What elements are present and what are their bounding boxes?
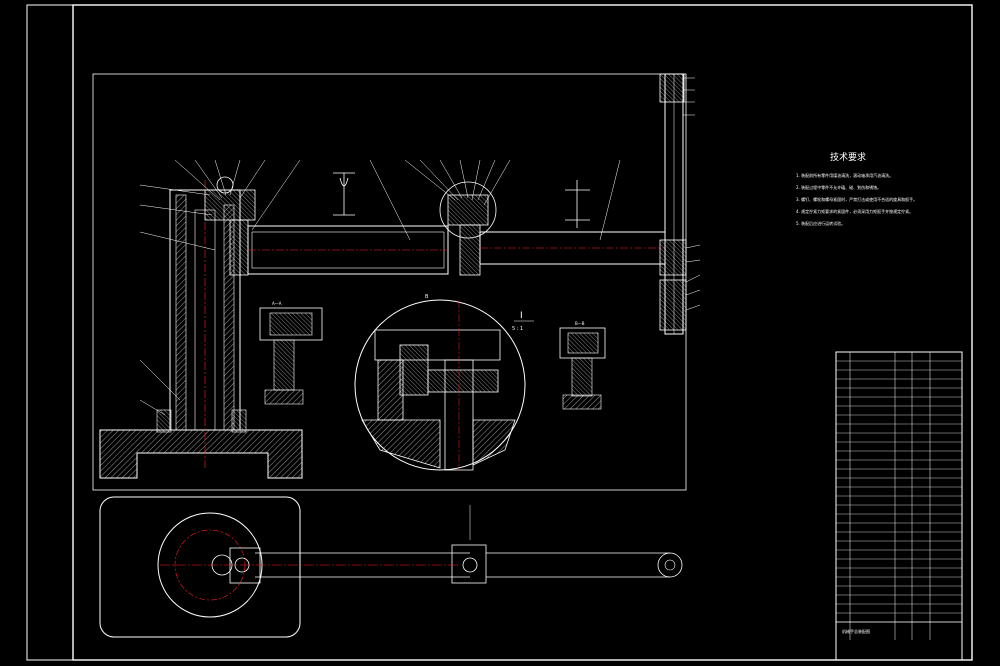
wrist-joint (659, 239, 687, 276)
detail-scale: 5 : 1 (512, 326, 523, 332)
top-view-joint-1 (229, 547, 261, 584)
i-beam-profile-1 (333, 172, 355, 216)
section-b-label: B—B (575, 321, 585, 326)
view-marker-b: B (425, 294, 429, 300)
i-beam-profile-2 (565, 180, 590, 228)
section-a-shaft (273, 339, 295, 391)
wrist-top-cap (659, 73, 685, 103)
section-b-foot (562, 394, 602, 410)
top-view (99, 496, 683, 638)
elbow-bearing (459, 224, 481, 276)
detail-boundary (354, 299, 526, 471)
title-block-name: 机械手总装配图 (842, 628, 870, 634)
detail-gear (427, 369, 499, 393)
outer-frame (26, 4, 973, 661)
top-view-joint-2 (451, 544, 487, 584)
section-b-view: B—B (559, 321, 606, 410)
wrist-assembly (659, 73, 687, 335)
detail-left-wall (377, 359, 404, 421)
detail-bearing (399, 344, 429, 396)
section-a-foot (264, 389, 304, 405)
section-a-label: A—A (272, 301, 282, 306)
base-plate (99, 429, 303, 479)
section-b-shaft (571, 357, 593, 397)
bolt-left (156, 409, 172, 433)
inner-frame (72, 4, 973, 661)
detail-label: I (520, 311, 523, 321)
column-wall-left (175, 194, 187, 431)
column-assembly (99, 176, 303, 479)
top-view-base (99, 496, 301, 638)
requirement-1: 1. 装配前所有零件用煤油清洗，滚动轴承用汽油清洗。 (796, 172, 893, 178)
requirement-4: 4. 规定拧紧力矩要求的紧固件，必须采用力矩扳手并按规定拧紧。 (796, 208, 913, 214)
section-b-body (567, 332, 599, 354)
top-view-end-pin (664, 559, 676, 571)
parts-list-frame (835, 351, 963, 661)
section-a-body (269, 312, 313, 336)
bolt-right (231, 409, 247, 433)
gripper-body (659, 279, 687, 331)
detail-lower-housing-right (472, 419, 516, 466)
requirement-5: 5. 装配后应进行运转试验。 (796, 220, 845, 226)
detail-housing-top (374, 329, 501, 361)
requirement-3: 3. 螺钉、螺栓和螺母紧固时，严禁打击或使用不合适的旋具和扳手。 (796, 196, 917, 202)
parts-list: 机械手总装配图 (835, 351, 963, 661)
title-block (835, 621, 963, 661)
top-view-pin-2 (462, 557, 478, 573)
part-leaders-top (139, 77, 701, 416)
requirements-title: 技术要求 (830, 151, 866, 163)
detail-lower-housing (361, 419, 441, 469)
top-view-end-joint (657, 552, 683, 578)
detail-view-I: B I 5 : 1 (354, 294, 534, 471)
technical-requirements: 技术要求 1. 装配前所有零件用煤油清洗，滚动轴承用汽油清洗。 2. 装配过程中… (796, 151, 917, 226)
horizontal-arm (247, 181, 666, 276)
section-a-view: A—A (259, 301, 323, 405)
shoulder-bearing (229, 219, 249, 276)
parts-list-rows (836, 360, 962, 614)
requirement-2: 2. 装配过程中零件不允许磕、碰、划伤和锈蚀。 (796, 184, 881, 190)
